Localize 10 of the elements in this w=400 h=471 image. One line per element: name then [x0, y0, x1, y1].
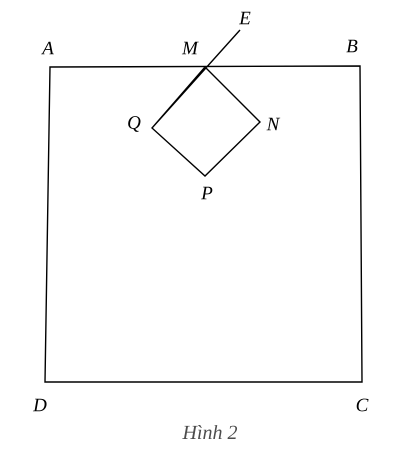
point-label: N	[266, 118, 280, 130]
point-label: Q	[128, 116, 140, 132]
point-label: M	[182, 42, 199, 54]
point-label: C	[356, 398, 368, 412]
caption: Hình 2	[182, 425, 238, 439]
point-label: D	[32, 398, 47, 412]
point-label: E	[238, 12, 250, 24]
point-label: B	[346, 40, 358, 52]
point-label: A	[41, 42, 54, 54]
point-label: P	[201, 186, 212, 200]
